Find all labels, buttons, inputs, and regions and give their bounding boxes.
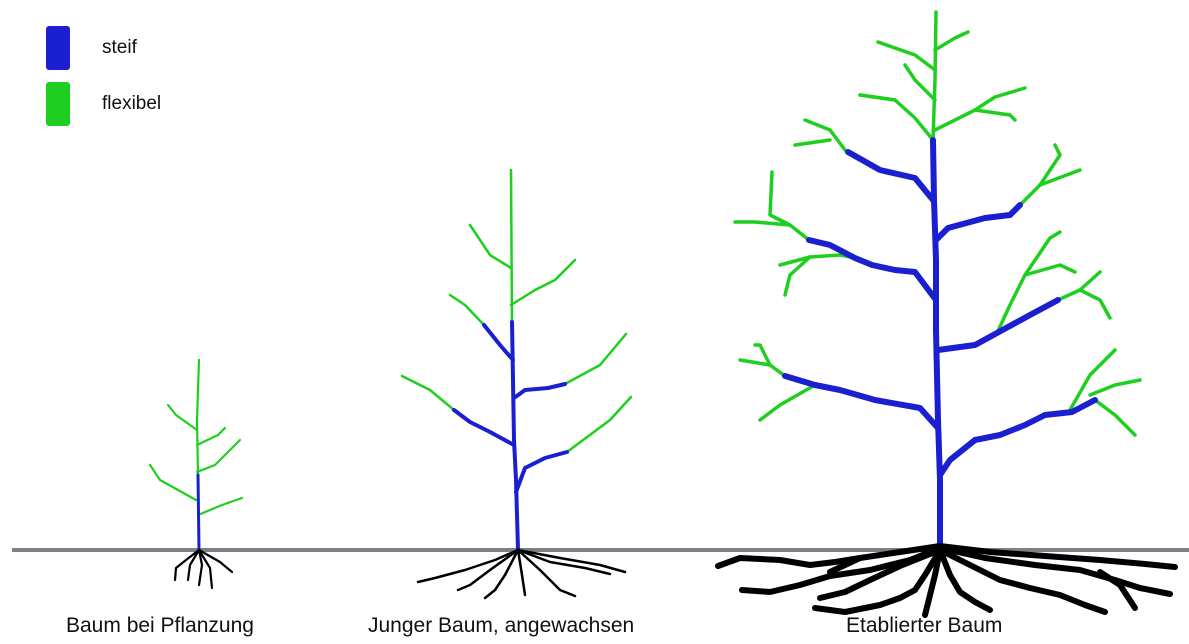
tree-planting bbox=[148, 358, 244, 590]
legend-swatch-rigid bbox=[46, 26, 70, 70]
tree-young bbox=[400, 168, 633, 600]
tree-established-roots bbox=[715, 543, 1178, 618]
legend-label-flexible: flexibel bbox=[102, 93, 162, 114]
tree-planting-flexible bbox=[148, 358, 244, 517]
legend-swatch-flexible bbox=[46, 82, 70, 126]
tree-young-flexible bbox=[400, 168, 633, 454]
legend-label-rigid: steif bbox=[102, 37, 137, 58]
tree-established-flexible bbox=[733, 10, 1142, 437]
tree-young-rigid bbox=[452, 320, 569, 552]
caption-tree-planting: Baum bei Pflanzung bbox=[66, 614, 254, 637]
tree-planting-roots bbox=[173, 548, 234, 590]
tree-established bbox=[715, 10, 1178, 618]
caption-tree-established: Etablierter Baum bbox=[846, 614, 1003, 637]
legend-item-rigid: steif bbox=[46, 26, 137, 70]
tree-young-roots bbox=[416, 548, 627, 600]
tree-established-rigid bbox=[782, 137, 1098, 553]
tree-planting-trunk bbox=[196, 473, 201, 552]
legend-item-flexible: flexibel bbox=[46, 82, 161, 126]
caption-tree-young: Junger Baum, angewachsen bbox=[368, 614, 635, 637]
